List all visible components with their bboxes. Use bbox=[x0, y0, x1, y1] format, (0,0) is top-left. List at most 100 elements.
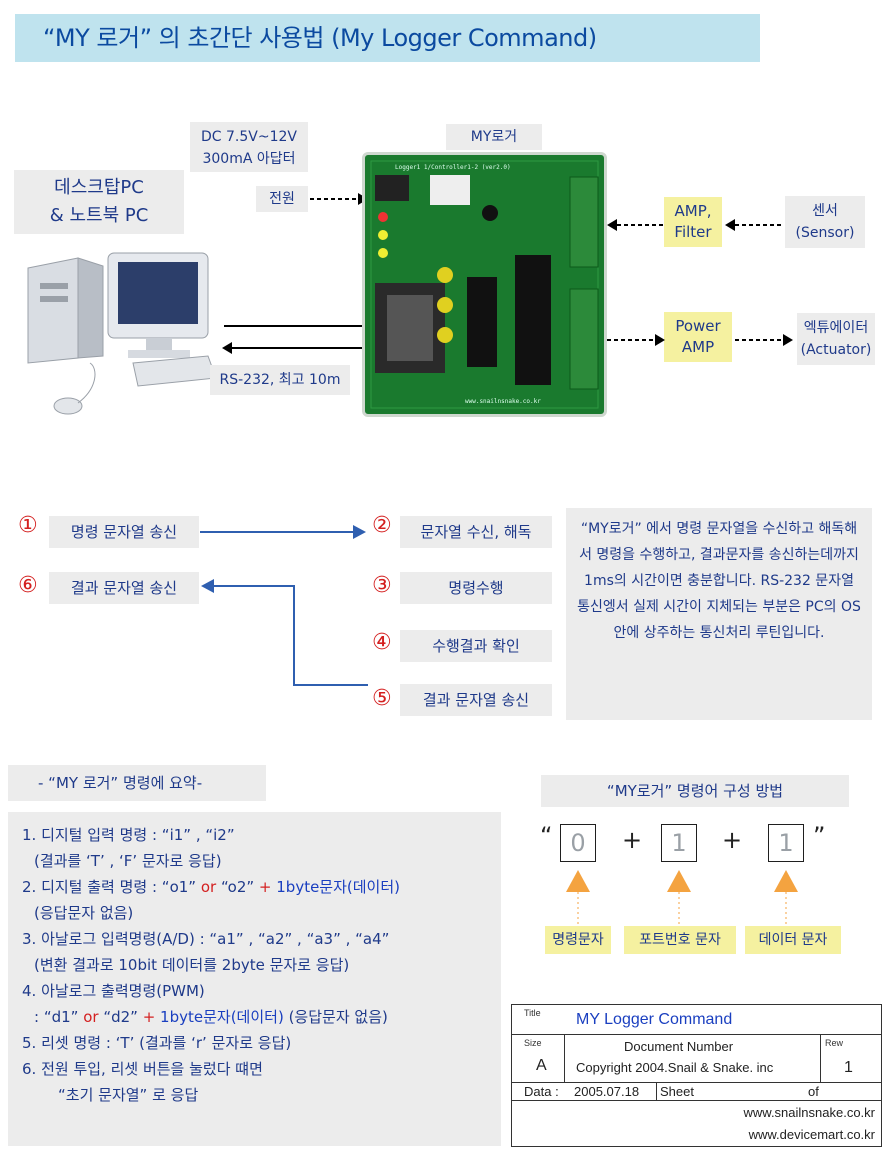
compose-digit-port: 1 bbox=[661, 824, 697, 862]
summary-or: or bbox=[78, 1008, 104, 1026]
summary-line: (응답문자 없음) bbox=[34, 904, 134, 922]
tb-date-key: Data : bbox=[524, 1084, 559, 1099]
terminal-block-icon-2 bbox=[569, 288, 599, 390]
step-2-box: 문자열 수신, 해독 bbox=[400, 516, 552, 548]
summary-line: 4. 아날로그 출력명령(PWM) bbox=[22, 982, 205, 1000]
actuator-line2: (Actuator) bbox=[800, 342, 872, 358]
summary-text: : “d1” bbox=[34, 1008, 79, 1026]
power-amp-line2: AMP bbox=[681, 338, 715, 356]
compose-heading: “MY로거” 명령어 구성 방법 bbox=[541, 775, 849, 807]
dc-line1: DC 7.5V~12V bbox=[201, 129, 297, 145]
summary-plus: + bbox=[137, 1008, 161, 1026]
power-jack-icon bbox=[375, 175, 409, 201]
tb-of-key: of bbox=[808, 1084, 819, 1099]
mouse-icon bbox=[53, 362, 96, 415]
summary-line: 2. 디지털 출력 명령 : “o1” or “o2” + 1byte문자(데이… bbox=[22, 874, 487, 900]
compose-label-port: 포트번호 문자 bbox=[624, 926, 736, 954]
ic-chip-icon bbox=[467, 277, 497, 367]
summary-plus: + bbox=[254, 878, 277, 896]
tb-title-key: Title bbox=[524, 1008, 541, 1018]
board-silk: Logger1 1/Controller1-2 (ver2.0) bbox=[395, 164, 511, 171]
step-1-num: ① bbox=[18, 513, 38, 538]
amp-filter-box: AMP, Filter bbox=[664, 197, 722, 247]
summary-text: (응답문자 없음) bbox=[283, 1008, 388, 1026]
step-6-box: 결과 문자열 송신 bbox=[49, 572, 199, 604]
tb-sheet-key: Sheet bbox=[660, 1084, 694, 1099]
summary-line: 5. 리셋 명령 : ‘T’ (결과를 ‘r’ 문자로 응답) bbox=[22, 1034, 292, 1052]
amp-filter-line1: AMP, bbox=[674, 202, 712, 220]
board-url: www.snailnsnake.co.kr bbox=[465, 398, 541, 405]
compose-digit-command: 0 bbox=[560, 824, 596, 862]
step-5-num: ⑤ bbox=[372, 686, 392, 711]
tb-title-value: MY Logger Command bbox=[576, 1011, 733, 1028]
compose-plus-1: + bbox=[622, 826, 643, 854]
summary-line: 3. 아날로그 입력명령(A/D) : “a1” , “a2” , “a3” ,… bbox=[22, 930, 390, 948]
timing-note: “MY로거” 에서 명령 문자열을 수신하고 해독해서 명령을 수행하고, 결과… bbox=[566, 508, 872, 720]
summary-line: “초기 문자열” 로 응답 bbox=[58, 1086, 199, 1104]
summary-heading: - “MY 로거” 명령에 요약- bbox=[8, 765, 266, 801]
header-pins-icon bbox=[430, 175, 470, 205]
pc-label-line2: & 노트북 PC bbox=[49, 205, 149, 226]
led-yellow-icon-2 bbox=[378, 248, 388, 258]
tb-url-2: www.devicemart.co.kr bbox=[748, 1127, 875, 1142]
mcu-chip-icon bbox=[515, 255, 551, 385]
keyboard-icon bbox=[132, 355, 217, 387]
tb-docnum-value: Copyright 2004.Snail & Snake. inc bbox=[576, 1060, 774, 1075]
step-flow-arrows bbox=[200, 525, 368, 686]
rs232-label: RS-232, 최고 10m bbox=[210, 365, 350, 395]
summary-line: (변환 결과로 10bit 데이터를 2byte 문자로 응답) bbox=[34, 956, 350, 974]
step-3-num: ③ bbox=[372, 573, 392, 598]
tb-size-value: A bbox=[536, 1057, 547, 1074]
led-red-icon bbox=[378, 212, 388, 222]
actuator-box: 엑튜에이터 (Actuator) bbox=[797, 313, 875, 365]
step-2-num: ② bbox=[372, 513, 392, 538]
amp-filter-line2: Filter bbox=[674, 223, 712, 241]
power-arrow bbox=[310, 193, 368, 205]
tb-docnum-key: Document Number bbox=[624, 1039, 734, 1054]
power-amp-line1: Power bbox=[675, 317, 721, 335]
summary-line: (결과를 ‘T’ , ‘F’ 문자로 응답) bbox=[34, 852, 222, 870]
sensor-line1: 센서 bbox=[812, 203, 838, 219]
step-3-box: 명령수행 bbox=[400, 572, 552, 604]
monitor-icon bbox=[107, 252, 209, 358]
sensor-box: 센서 (Sensor) bbox=[785, 196, 865, 248]
summary-line: 6. 전원 투입, 리셋 버튼을 눌렀다 떄면 bbox=[22, 1060, 263, 1078]
command-summary: 1. 디지털 입력 명령 : “i1” , “i2” (결과를 ‘T’ , ‘F… bbox=[8, 812, 501, 1146]
desktop-pc-illustration bbox=[27, 252, 217, 415]
title-block: Title MY Logger Command Size A Document … bbox=[511, 1004, 882, 1147]
pc-tower-icon bbox=[27, 257, 104, 364]
tb-size-key: Size bbox=[524, 1038, 542, 1048]
mylogger-board: Logger1 1/Controller1-2 (ver2.0) www.sna… bbox=[362, 152, 607, 417]
step-4-num: ④ bbox=[372, 630, 392, 655]
step-5-box: 결과 문자열 송신 bbox=[400, 684, 552, 716]
tb-rev-value: 1 bbox=[844, 1059, 853, 1076]
step-1-box: 명령 문자열 송신 bbox=[49, 516, 199, 548]
actuator-line1: 엑튜에이터 bbox=[803, 320, 869, 336]
pc-label: 데스크탑PC & 노트북 PC bbox=[14, 170, 184, 234]
summary-or: or bbox=[196, 878, 221, 896]
compose-close-quote: ” bbox=[813, 822, 826, 850]
summary-line: 1. 디지털 입력 명령 : “i1” , “i2” bbox=[22, 826, 235, 844]
sensor-line2: (Sensor) bbox=[795, 225, 855, 241]
summary-text: “o2” bbox=[220, 878, 255, 896]
tb-rev-key: Rew bbox=[825, 1038, 844, 1048]
summary-text: “d2” bbox=[103, 1008, 138, 1026]
compose-plus-2: + bbox=[722, 826, 743, 854]
io-arrows bbox=[607, 219, 793, 346]
compose-label-command: 명령문자 bbox=[545, 926, 611, 954]
summary-data: 1byte문자(데이터) bbox=[276, 878, 401, 896]
compose-open-quote: “ bbox=[540, 822, 553, 850]
power-label: 전원 bbox=[256, 186, 308, 212]
compose-digit-data: 1 bbox=[768, 824, 804, 862]
summary-text: 2. 디지털 출력 명령 : “o1” bbox=[22, 878, 197, 896]
summary-data: 1byte문자(데이터) bbox=[160, 1008, 284, 1026]
summary-line: : “d1” or “d2” + 1byte문자(데이터) (응답문자 없음) bbox=[22, 1004, 487, 1030]
board-illustration: Logger1 1/Controller1-2 (ver2.0) www.sna… bbox=[370, 160, 599, 409]
led-yellow-icon bbox=[378, 230, 388, 240]
power-amp-box: Power AMP bbox=[664, 312, 732, 362]
tb-date-value: 2005.07.18 bbox=[574, 1084, 640, 1099]
rs232-arrows bbox=[222, 320, 372, 354]
dc-line2: 300mA 아답터 bbox=[202, 151, 296, 167]
page-title: “MY 로거” 의 초간단 사용법 (My Logger Command) bbox=[15, 14, 760, 62]
mylogger-label: MY로거 bbox=[446, 124, 542, 150]
